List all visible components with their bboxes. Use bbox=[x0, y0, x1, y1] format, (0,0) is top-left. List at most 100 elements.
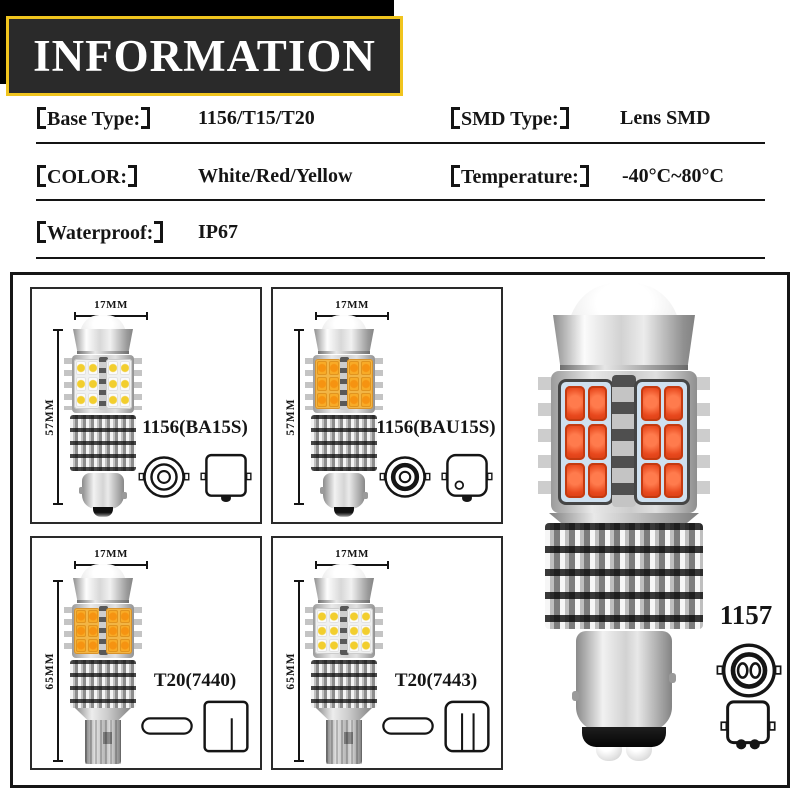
width-dimension-label: 17MM bbox=[335, 299, 369, 311]
led-panel-right bbox=[106, 608, 132, 654]
height-dimension-label: 65MM bbox=[44, 649, 56, 693]
spec-waterproof-value: IP67 bbox=[198, 221, 238, 243]
bulb-led-section bbox=[64, 604, 142, 658]
width-dimension-label: 17MM bbox=[94, 548, 128, 560]
led-chip bbox=[361, 624, 371, 638]
bulb-center-rib bbox=[339, 357, 349, 410]
bulb-led-section bbox=[305, 604, 383, 658]
diagram-frame bbox=[10, 272, 790, 788]
led-panel-left bbox=[315, 359, 341, 409]
bulb-heatsink bbox=[70, 660, 136, 708]
bracket-open-icon bbox=[37, 221, 46, 243]
socket-icons bbox=[132, 451, 258, 503]
divider bbox=[36, 199, 765, 201]
led-panel-right bbox=[106, 359, 132, 409]
bulb-heatsink bbox=[311, 660, 377, 708]
width-dimension-label: 17MM bbox=[94, 299, 128, 311]
divider bbox=[36, 142, 765, 144]
bulb-center-rib bbox=[98, 606, 108, 655]
led-chip bbox=[88, 361, 98, 375]
bulb-lens-collar bbox=[73, 578, 133, 600]
height-dimension-arrow bbox=[53, 329, 63, 505]
bulb-illustration-1156-bau15s bbox=[305, 315, 383, 517]
led-chip bbox=[108, 624, 118, 638]
led-chip bbox=[587, 462, 607, 498]
page-title: INFORMATION bbox=[33, 30, 376, 81]
led-chip bbox=[317, 610, 327, 623]
led-chip bbox=[361, 610, 371, 623]
bulb-model-label: T20(7440) bbox=[153, 670, 237, 691]
led-chip bbox=[361, 393, 371, 407]
panel-1156-ba15s: 17MM 57MM 1156(BA15S) bbox=[30, 287, 262, 524]
led-chip bbox=[329, 639, 339, 652]
led-chip bbox=[88, 377, 98, 391]
bulb-led-section bbox=[538, 371, 710, 513]
spec-color-value: White/Red/Yellow bbox=[198, 165, 353, 187]
t20-7443-socket-icon bbox=[444, 700, 490, 752]
featured-model-label: 1157 bbox=[719, 600, 773, 630]
led-chip bbox=[565, 386, 585, 422]
led-chip bbox=[349, 393, 359, 407]
bulb-heatsink bbox=[311, 415, 377, 471]
spec-smd-type-label: SMD Type: bbox=[450, 107, 570, 131]
led-chip bbox=[329, 610, 339, 623]
led-chip bbox=[565, 424, 585, 460]
led-chip bbox=[329, 361, 339, 375]
led-panel-right bbox=[347, 608, 373, 654]
led-chip bbox=[88, 610, 98, 623]
bracket-close-icon bbox=[128, 165, 137, 187]
bulb-bayonet-base bbox=[572, 631, 676, 731]
bulb-illustration-1156-ba15s bbox=[64, 315, 142, 517]
led-chip bbox=[565, 462, 585, 498]
height-dimension: 65MM bbox=[285, 580, 305, 762]
divider bbox=[36, 257, 765, 259]
t20-wedge-top-icon bbox=[382, 717, 434, 735]
bulb-base-contact bbox=[334, 507, 354, 517]
led-chip bbox=[76, 624, 86, 638]
height-dimension-arrow bbox=[53, 580, 63, 762]
t20-wedge-top-icon bbox=[141, 717, 193, 735]
height-dimension: 65MM bbox=[44, 580, 64, 762]
led-chip bbox=[120, 393, 130, 407]
bracket-close-icon bbox=[141, 107, 151, 129]
spec-temperature-label: Temperature: bbox=[450, 165, 590, 189]
socket-icons bbox=[373, 451, 499, 503]
height-dimension-arrow bbox=[294, 580, 304, 762]
panel-t20-7440: 17MM 65MM T20(7440) bbox=[30, 536, 262, 770]
led-chip bbox=[108, 639, 118, 652]
spec-base-type-label: Base Type: bbox=[36, 107, 151, 131]
bulb-illustration-1157 bbox=[538, 283, 710, 761]
panel-t20-7443: 17MM 65MM T20(7443) bbox=[271, 536, 503, 770]
bulb-collar-lip bbox=[318, 600, 370, 603]
spec-base-type-value: 1156/T15/T20 bbox=[198, 107, 315, 129]
led-chip bbox=[317, 624, 327, 638]
bulb-lens-collar bbox=[314, 329, 374, 351]
bulb-collar-lip bbox=[318, 351, 370, 354]
led-chip bbox=[76, 610, 86, 623]
led-chip bbox=[663, 386, 683, 422]
led-chip bbox=[76, 361, 86, 375]
led-chip bbox=[108, 610, 118, 623]
led-chip bbox=[349, 361, 359, 375]
bulb-model-label: T20(7443) bbox=[394, 670, 478, 691]
led-chip bbox=[88, 393, 98, 407]
bau15s-socket-front-icon bbox=[379, 456, 431, 498]
spec-color-label: COLOR: bbox=[36, 165, 138, 189]
bulb-wedge-base bbox=[85, 720, 121, 764]
bulb-model-label: 1156(BA15S) bbox=[142, 417, 248, 438]
led-panel-left bbox=[74, 359, 100, 409]
bulb-base-contact bbox=[582, 727, 666, 747]
led-chip bbox=[329, 624, 339, 638]
bulb-led-section bbox=[305, 355, 383, 413]
led-chip bbox=[587, 424, 607, 460]
led-chip bbox=[317, 361, 327, 375]
led-chip bbox=[587, 386, 607, 422]
led-chip bbox=[349, 624, 359, 638]
led-chip bbox=[88, 639, 98, 652]
bulb-bayonet-base bbox=[320, 473, 368, 517]
socket-icons bbox=[373, 700, 499, 752]
bulb-wedge-base bbox=[326, 720, 362, 764]
led-panel-right bbox=[634, 379, 690, 505]
led-chip bbox=[88, 624, 98, 638]
